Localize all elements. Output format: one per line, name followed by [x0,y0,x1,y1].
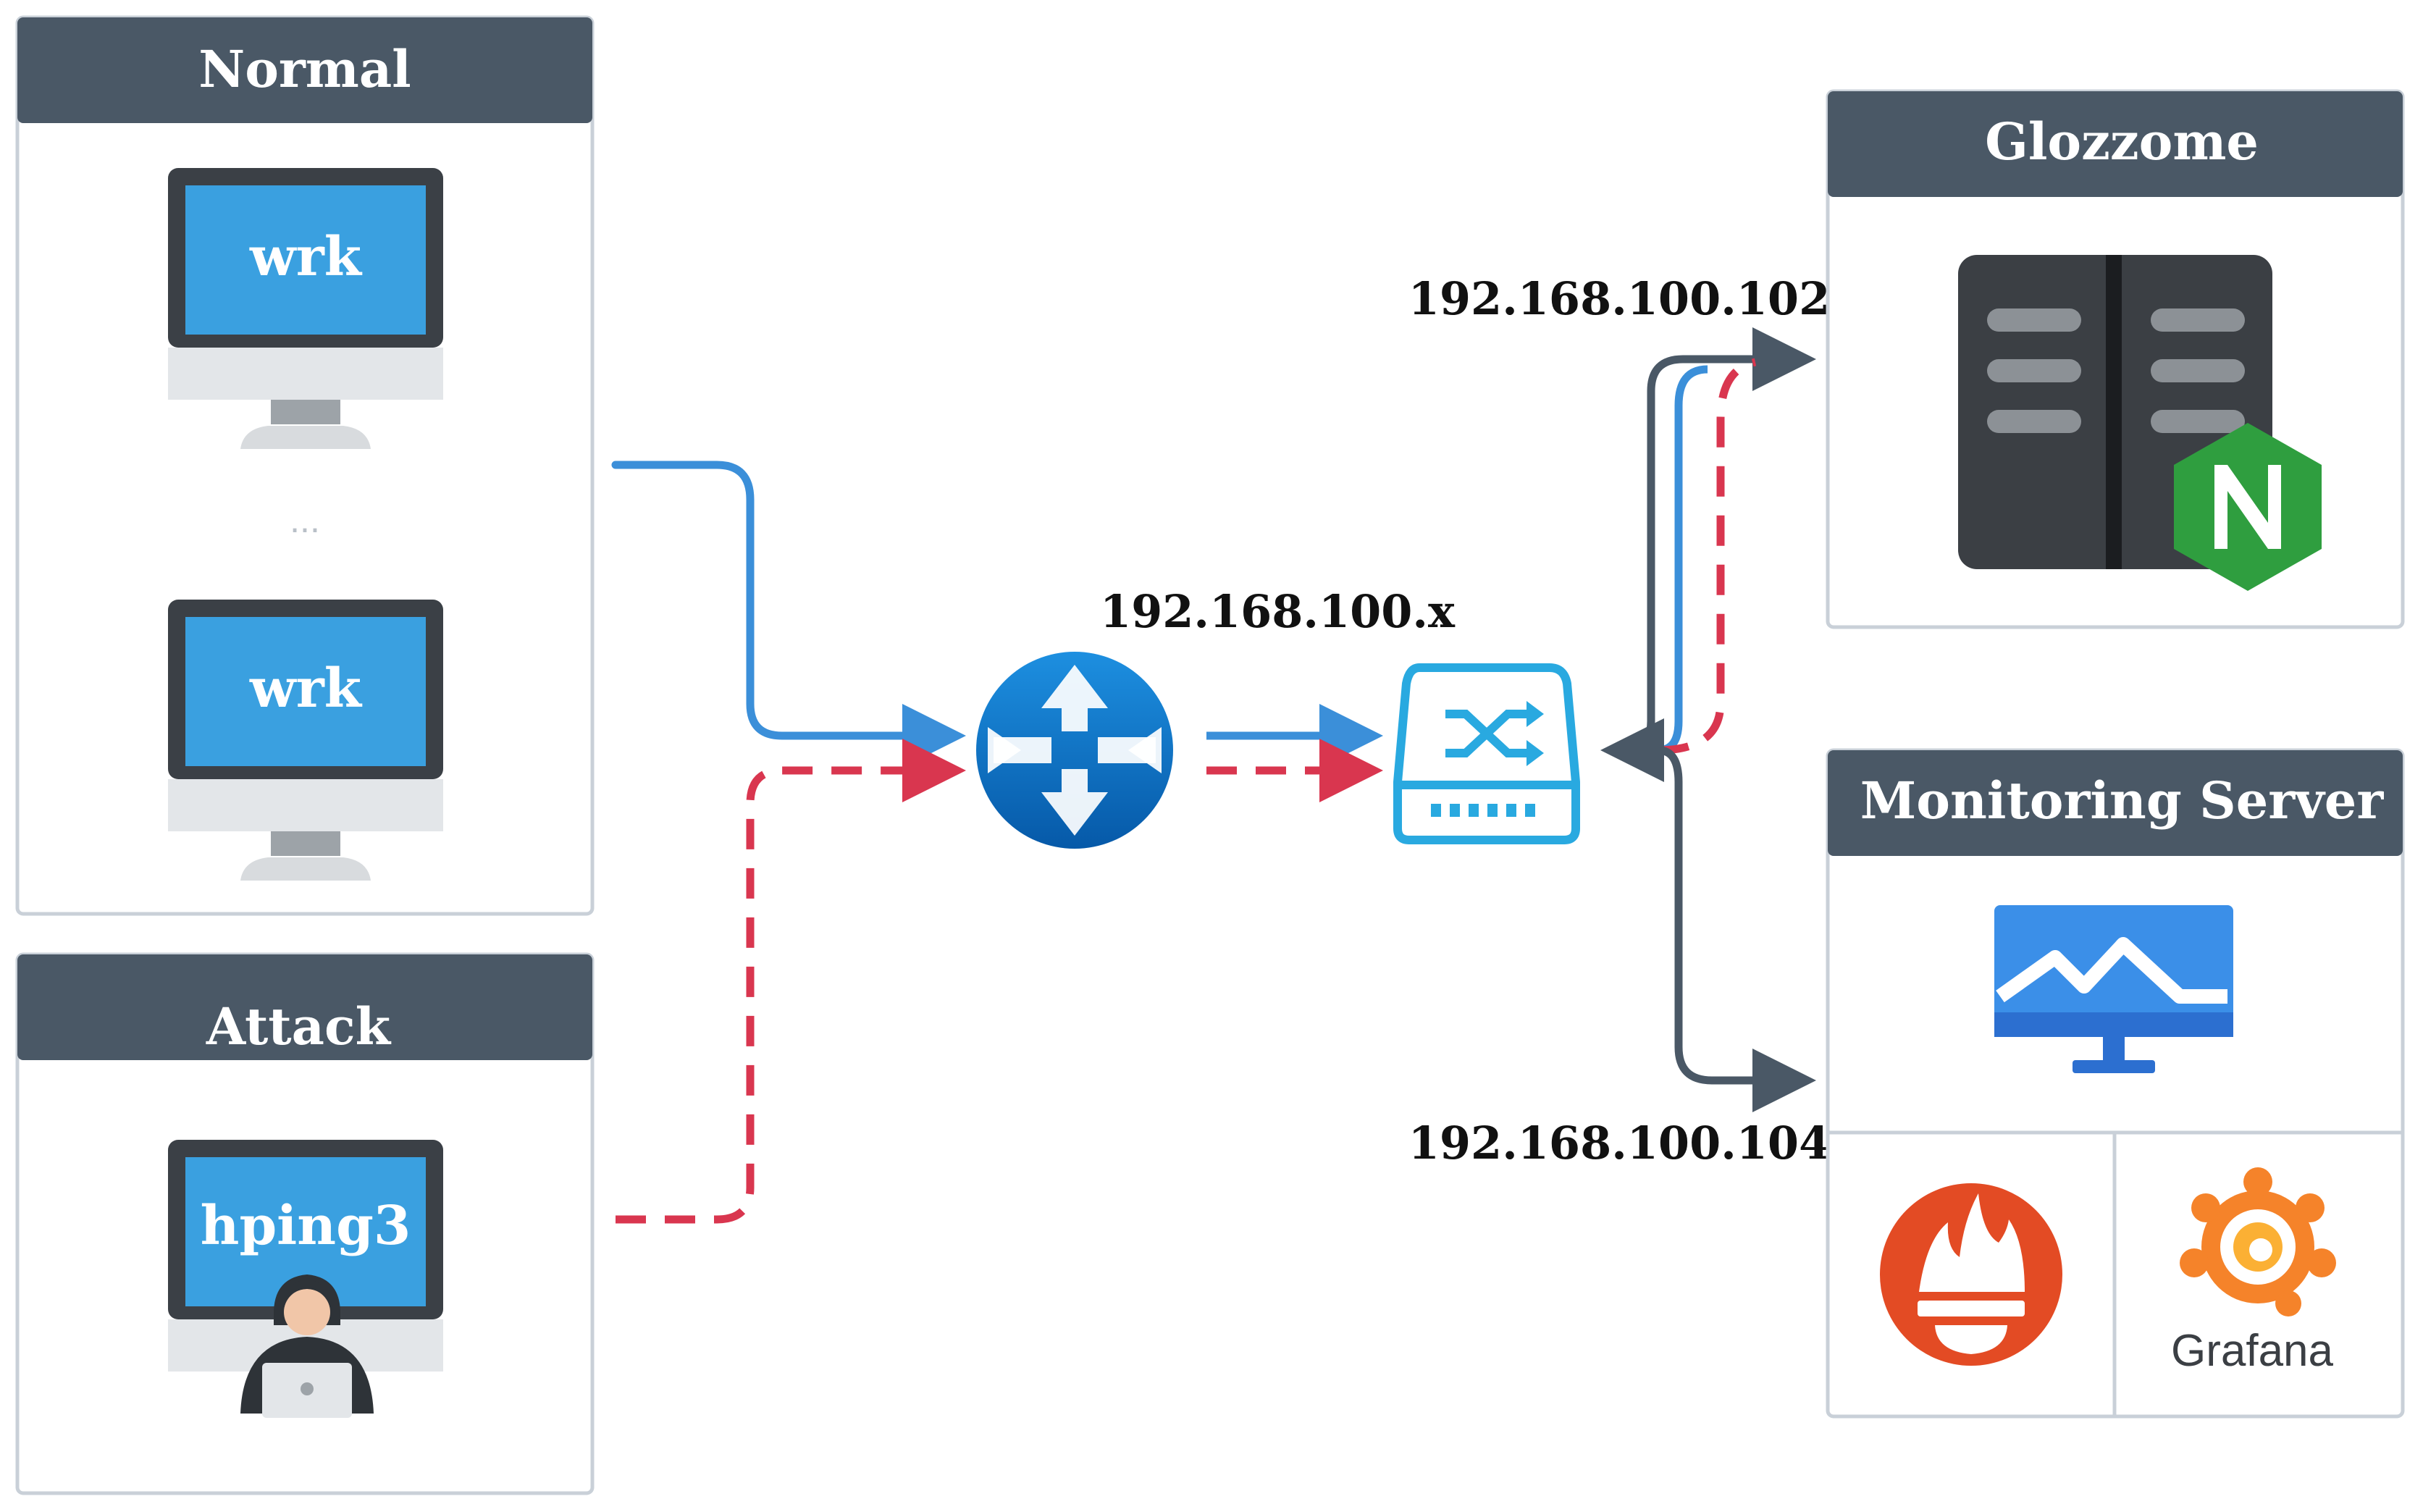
attack-header [17,954,592,1060]
hacker-icon [240,1274,374,1418]
monitoring-ip-label: 192.168.100.104 [1408,1117,1830,1169]
normal-header [17,17,592,123]
attack-group: Attack hping3 [15,952,595,1495]
normal-title: Normal [198,39,411,99]
return-flow-line-to-glozzome [1621,327,1816,755]
glozzome-title: Glozzome [1985,112,2259,172]
normal-flow-to-glozzome [1658,365,1708,755]
nginx-icon [2174,423,2322,591]
monitor-icon [168,600,443,881]
normal-host-1-label: wrk [249,226,363,288]
attack-flow-to-glozzome [1658,358,1757,755]
normal-host-2-label: wrk [249,658,363,720]
switch-icon [1393,663,1580,844]
glozzome-header [1828,91,2403,197]
monitoring-monitor-icon [1994,905,2233,1073]
monitoring-header [1828,750,2403,856]
monitor-icon [168,1140,443,1372]
monitoring-group: Monitoring Server Gr [1826,748,2405,1419]
grafana-icon [2180,1167,2336,1316]
subnet-label: 192.168.100.x [1100,585,1456,638]
monitor-icon [168,168,443,449]
normal-flow-line [611,461,966,768]
flow-to-monitoring [1658,746,1816,1112]
monitoring-title: Monitoring Server [1860,770,2385,831]
attack-host-label: hping3 [201,1195,411,1257]
prometheus-icon [1880,1183,2062,1366]
glozzome-ip-label: 192.168.100.102 [1408,272,1830,325]
normal-group: Normal wrk ... wrk [15,15,595,916]
normal-ellipsis: ... [290,500,320,540]
glozzome-group: Glozzome [1826,89,2405,629]
router-icon [976,652,1173,849]
attack-title: Attack [206,996,392,1057]
grafana-label: Grafana [2171,1326,2334,1376]
attack-flow-line [616,739,966,1224]
